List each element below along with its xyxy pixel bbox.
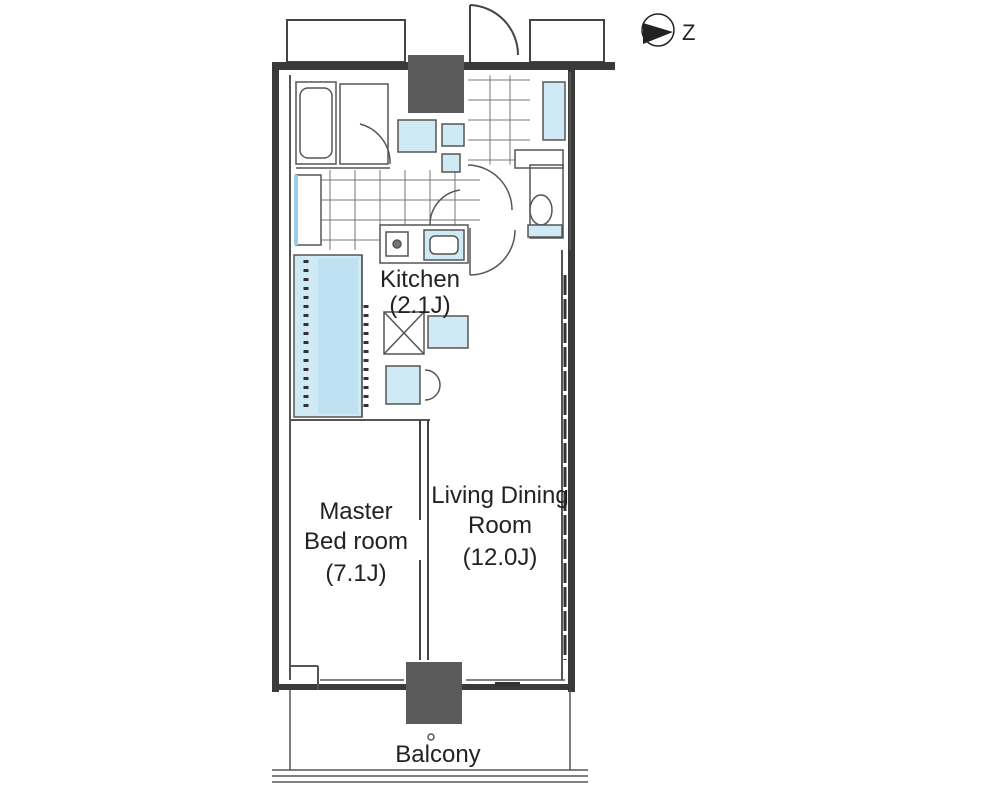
compass-arrow-fill [643,23,673,44]
compass: Z [641,13,695,47]
washbasin [397,119,437,153]
walk-in-closet [293,254,369,418]
bedroom-partition [419,420,429,660]
pillar-top [408,55,464,113]
balcony [272,690,588,783]
compass-letter: Z [682,20,695,45]
bedroom-label-line1: Master [319,498,392,525]
bathroom-box [339,83,389,165]
inner-wall-lines [289,72,571,680]
bathroom [295,81,391,169]
wash-fixtures [294,81,566,246]
outdoor-unit-right [529,19,605,63]
bathtub [295,81,337,165]
outer-walls [272,62,575,692]
shoe-cabinet [542,81,566,141]
door-swings [429,164,516,276]
tile-area [300,75,530,250]
pantry [385,365,421,405]
left-wall [272,62,279,692]
toilet [529,194,553,226]
bedroom-size: (7.1J) [325,560,386,587]
outdoor-unit-left [286,19,406,63]
kitchen [379,224,469,405]
bathroom-door-swing [359,123,391,165]
balcony-label: Balcony [395,741,480,768]
living-label-line1: Living Dining [431,482,568,509]
living-label-line2: Room [468,512,532,539]
top-exterior [286,4,605,63]
bedroom-label-line2: Bed room [304,528,408,555]
kitchen-label: Kitchen [380,266,460,293]
pillar-bottom [406,662,462,724]
right-wall [568,62,575,692]
balcony-drain [427,733,435,741]
kitchen-appliance [427,315,469,349]
entrance-door-swing [469,4,520,56]
kitchen-door-swing [469,229,516,276]
kitchen-size: (2.1J) [389,292,450,319]
living-size: (12.0J) [463,544,538,571]
